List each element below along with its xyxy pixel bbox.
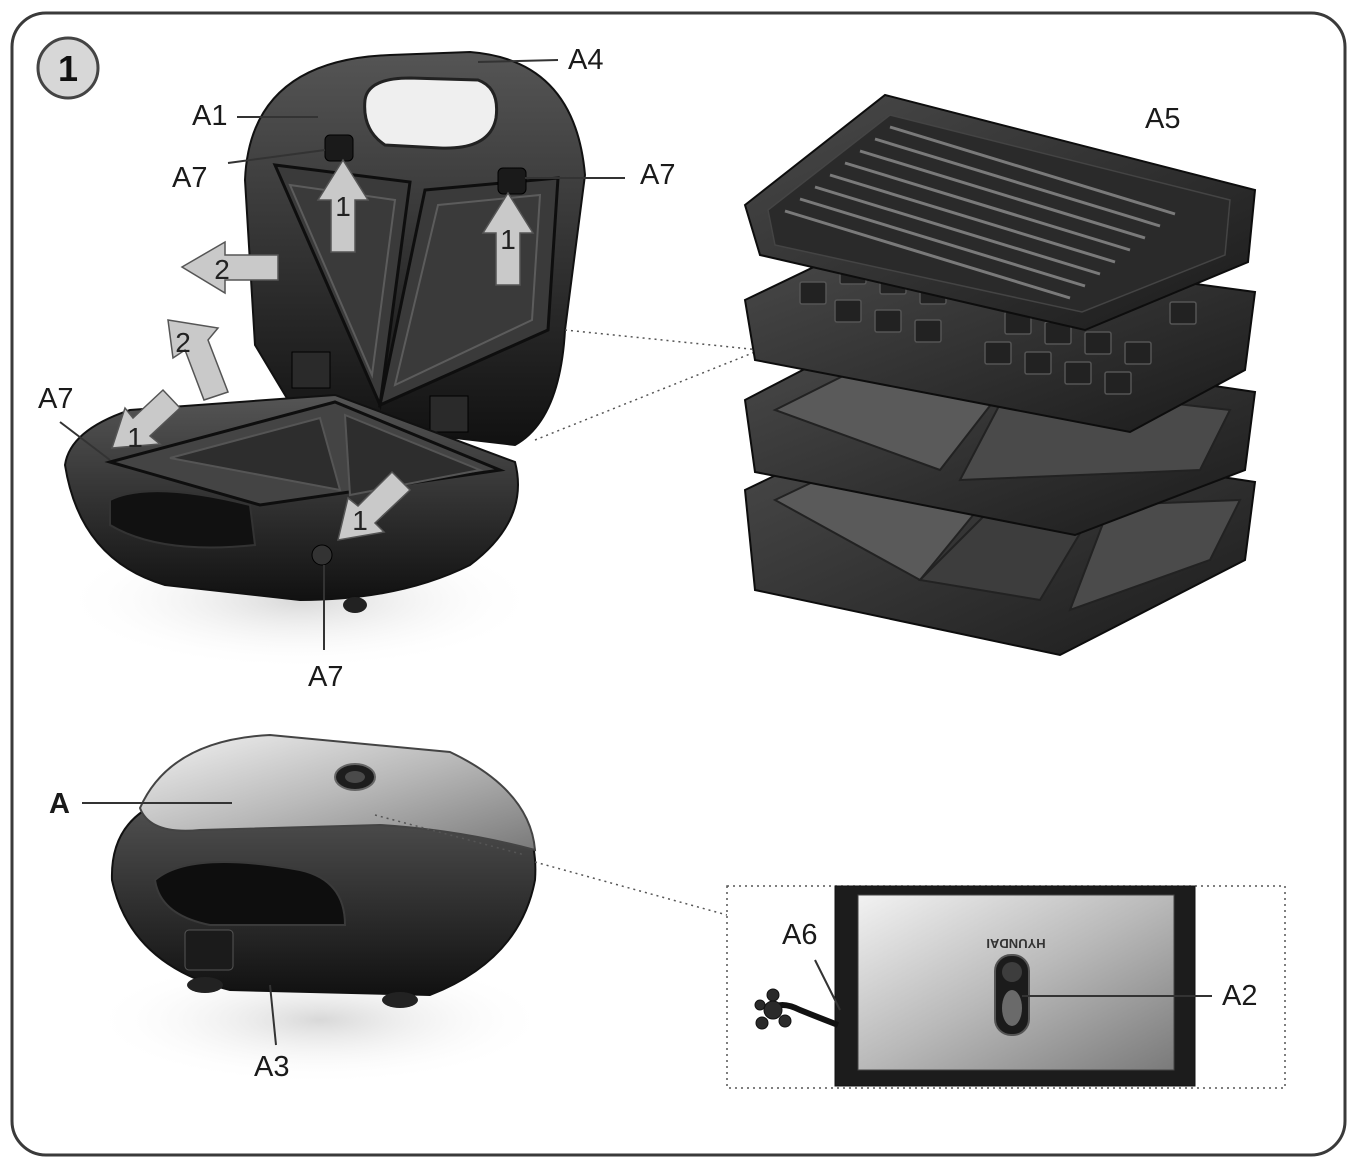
arrow-label: 1 [500,224,516,255]
arrow-label: 1 [127,422,143,453]
step-badge: 1 [38,38,98,98]
closed-sandwich-maker [90,735,550,1085]
label-a: A [49,790,70,819]
detail-inset: HYUNDAI [727,886,1285,1088]
label-a2: A2 [1222,982,1257,1011]
label-a7-left: A7 [38,385,73,414]
label-a5: A5 [1145,105,1180,134]
step-badge-number: 1 [58,48,78,89]
arrow-label: 2 [175,327,191,358]
interchangeable-plates [745,95,1255,655]
label-a4: A4 [568,46,603,75]
arrow-label: 1 [335,191,351,222]
arrow-label: 2 [214,254,230,285]
label-a1: A1 [192,102,227,131]
label-a7-top-left: A7 [172,164,207,193]
label-a3: A3 [254,1053,289,1082]
label-a6: A6 [782,921,817,950]
label-a7-top-right: A7 [640,161,675,190]
label-a7-bottom: A7 [308,663,343,692]
arrow-label: 1 [352,505,368,536]
brand-mark: HYUNDAI [986,936,1045,951]
